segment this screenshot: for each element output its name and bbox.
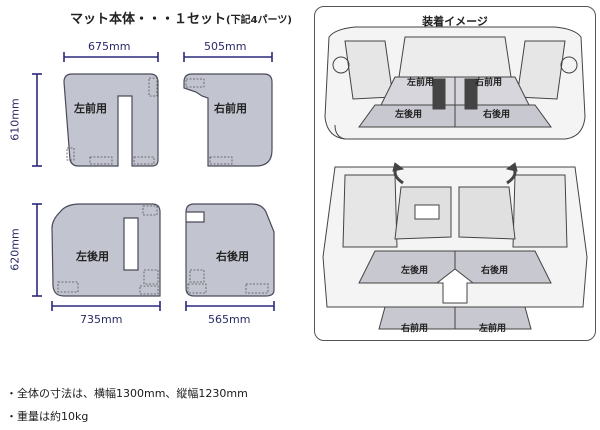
- lower-front-right-label: 右前用: [401, 324, 429, 334]
- dim-top-right-width: 505mm: [204, 40, 247, 53]
- upper-front-left-label: 左前用: [407, 78, 435, 88]
- mat-rear-left: [51, 203, 161, 297]
- note-dimensions: ・全体の寸法は、横幅1300mm、縦幅1230mm: [6, 387, 248, 400]
- mat-label-rear-right: 右後用: [216, 250, 249, 263]
- dim-bottom-height: 620mm: [8, 228, 22, 271]
- upper-rear-right-label: 右後用: [483, 110, 511, 120]
- upper-front-right-label: 右前用: [475, 78, 503, 88]
- mat-front-left: [63, 73, 159, 167]
- mat-label-front-right: 右前用: [214, 102, 247, 115]
- mat-front-right: [183, 73, 273, 167]
- note-weight: ・重量は約10kg: [6, 410, 89, 423]
- dim-top-height: 610mm: [8, 98, 22, 141]
- mat-dimension-diagram: [32, 52, 275, 311]
- title-note: (下記4パーツ): [226, 15, 292, 26]
- upper-rear-left-label: 左後用: [395, 110, 423, 120]
- car-illustration: [322, 26, 588, 330]
- dim-bottom-right-width: 565mm: [208, 313, 251, 326]
- lower-front-left-label: 左前用: [479, 324, 507, 334]
- dim-bottom-left-width: 735mm: [80, 313, 123, 326]
- mat-rear-right: [185, 203, 275, 297]
- lower-rear-right-label: 右後用: [481, 266, 509, 276]
- dim-top-left-width: 675mm: [88, 40, 131, 53]
- installation-image-panel: 装着イメージ: [314, 6, 596, 341]
- mat-label-rear-left: 左後用: [76, 250, 109, 263]
- diagram-title: マット本体・・・１セット(下記4パーツ): [70, 8, 292, 27]
- mat-label-front-left: 左前用: [74, 102, 107, 115]
- lower-rear-left-label: 左後用: [401, 266, 429, 276]
- title-text: マット本体・・・１セット: [70, 12, 227, 27]
- installation-image-title: 装着イメージ: [422, 15, 488, 28]
